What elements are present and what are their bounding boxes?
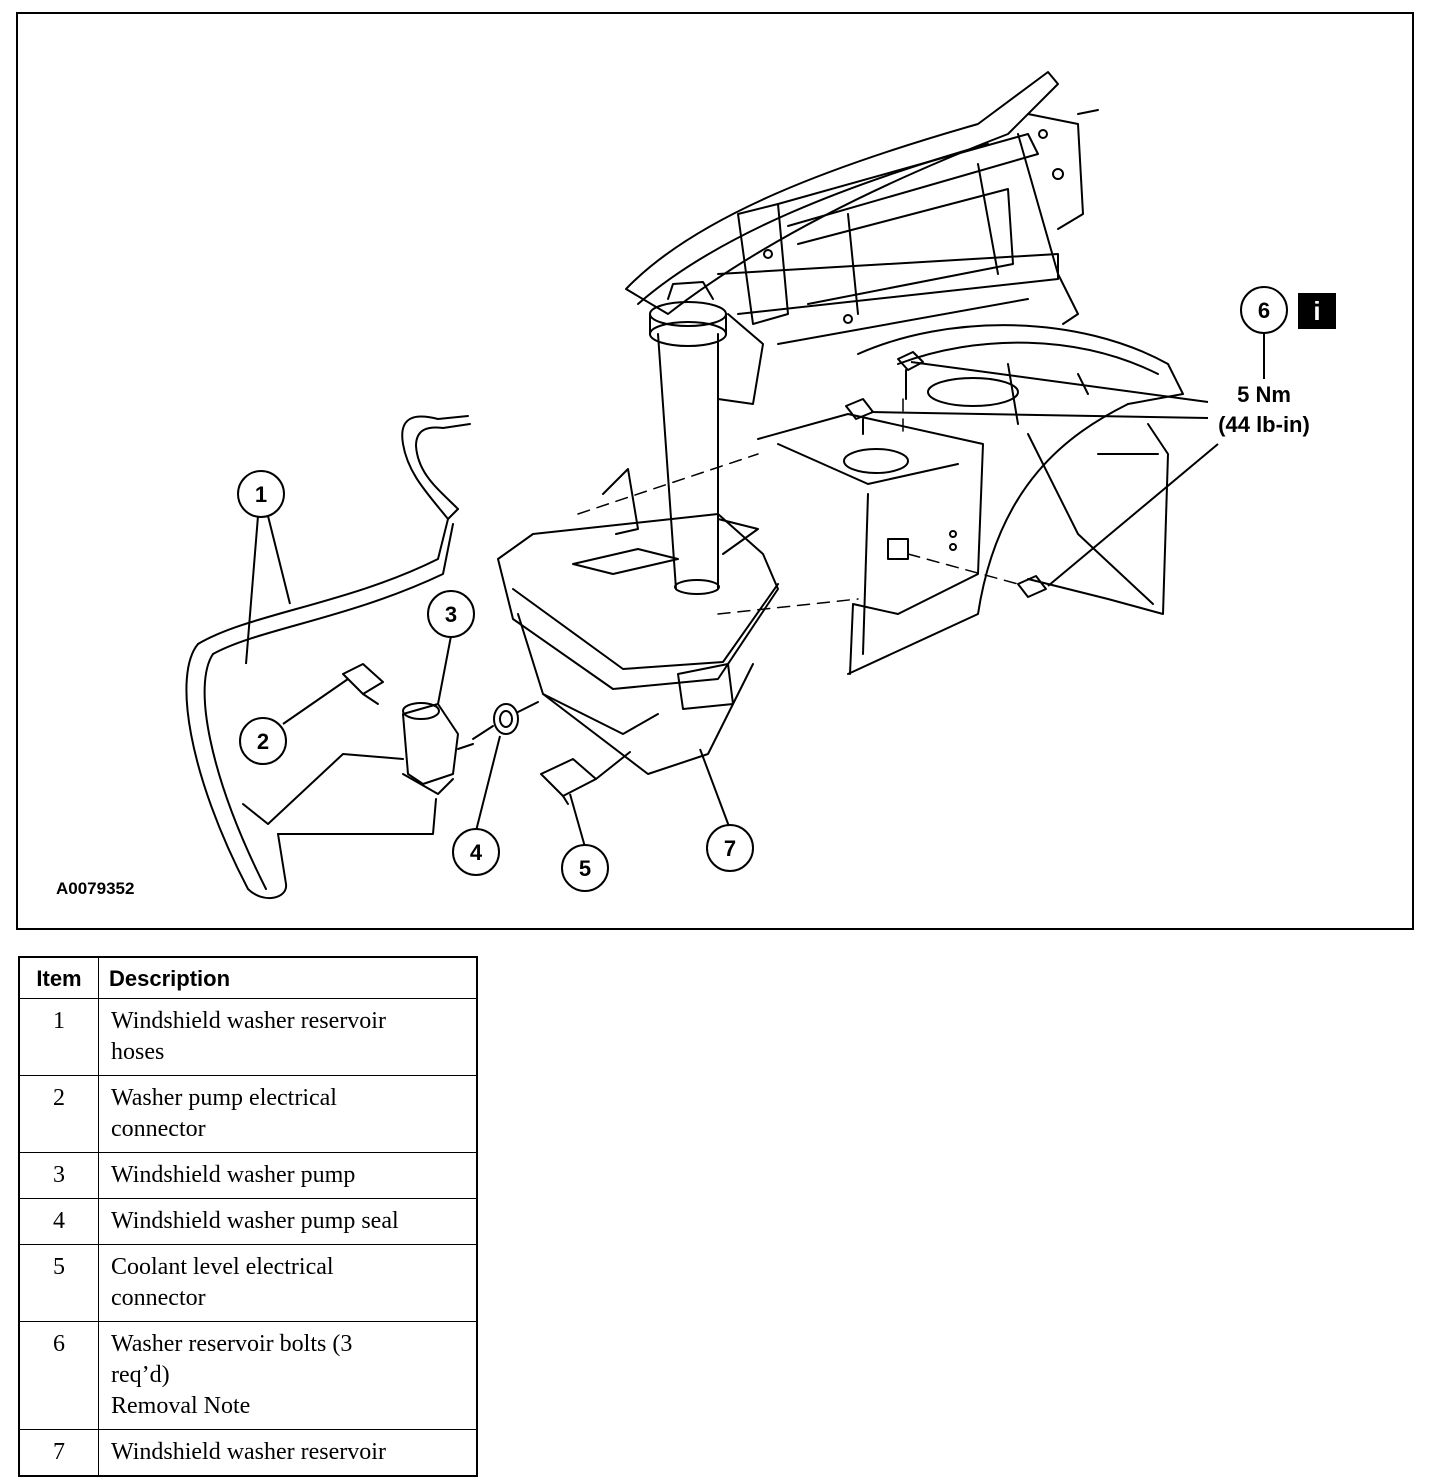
legend-item-description: Windshield washer pump (98, 1152, 478, 1199)
callout-4-label: 4 (470, 840, 483, 865)
legend-row: 2 Washer pump electrical connector (18, 1075, 478, 1153)
description-line: Windshield washer pump (111, 1162, 356, 1188)
callout-5: 5 (561, 844, 609, 892)
description-line: connector (111, 1116, 206, 1142)
info-icon-glyph: i (1313, 296, 1320, 326)
info-icon: i (1298, 293, 1336, 329)
description-line: Windshield washer reservoir (111, 1439, 386, 1465)
fender-apron-drawing (757, 324, 1184, 675)
legend-item-description: Washer reservoir bolts (3 req’d) Removal N… (98, 1321, 478, 1430)
description-line: Washer reservoir bolts (3 (111, 1331, 353, 1357)
callout-1-label: 1 (255, 482, 267, 507)
description-line: Windshield washer reservoir (111, 1008, 386, 1034)
description-line: Windshield washer pump seal (111, 1208, 399, 1234)
legend-item-description: Coolant level electrical connector (98, 1244, 478, 1322)
legend-item-number: 6 (18, 1321, 99, 1430)
legend-item-number: 1 (18, 998, 99, 1076)
legend-item-description: Windshield washer reservoir (98, 1429, 478, 1477)
description-line: connector (111, 1285, 206, 1311)
description-line: Removal Note (111, 1393, 251, 1419)
callout-6: 6 (1240, 286, 1288, 334)
legend-row: 6 Washer reservoir bolts (3 req’d) Removal … (18, 1321, 478, 1430)
exploded-view-illustration: 1 2 3 4 5 6 7 (56, 71, 1336, 899)
callout-5-label: 5 (579, 856, 591, 881)
legend-row: 3 Windshield washer pump (18, 1152, 478, 1199)
alignment-lines (577, 398, 1019, 615)
legend-row: 5 Coolant level electrical connector (18, 1244, 478, 1322)
legend-row: 1 Windshield washer reservoir hoses (18, 998, 478, 1076)
legend-header-row: Item Description (18, 956, 478, 999)
figure-id: A0079352 (56, 879, 134, 898)
callout-3: 3 (427, 590, 475, 638)
description-line: Washer pump electrical (111, 1085, 337, 1111)
reservoir-drawing (497, 281, 779, 775)
legend-item-description: Washer pump electrical connector (98, 1075, 478, 1153)
callout-7-label: 7 (724, 836, 736, 861)
connector-5-drawing (540, 751, 631, 805)
callout-7: 7 (706, 824, 754, 872)
legend-item-number: 4 (18, 1198, 99, 1245)
callout-2: 2 (239, 717, 287, 765)
callout-4: 4 (452, 828, 500, 876)
legend-row: 4 Windshield washer pump seal (18, 1198, 478, 1245)
seal-drawing (472, 701, 539, 740)
legend-item-number: 7 (18, 1429, 99, 1477)
legend-item-number: 2 (18, 1075, 99, 1153)
description-line: req’d) (111, 1362, 170, 1388)
hoses-drawing (185, 415, 471, 899)
description-line: hoses (111, 1039, 165, 1065)
legend-item-description: Windshield washer reservoir hoses (98, 998, 478, 1076)
diagram-frame: 1 2 3 4 5 6 7 (16, 12, 1414, 930)
callout-2-label: 2 (257, 729, 269, 754)
leader-lines (245, 331, 1265, 848)
legend-item-number: 3 (18, 1152, 99, 1199)
header-description: Description (98, 956, 478, 999)
connector-2-drawing (342, 663, 384, 705)
callout-circles: 1 2 3 4 5 6 7 (237, 286, 1288, 892)
legend-item-number: 5 (18, 1244, 99, 1322)
radiator-support-drawing (625, 71, 1099, 405)
callout-1: 1 (237, 470, 285, 518)
pump-drawing (402, 702, 474, 795)
torque-nm: 5 Nm (1237, 382, 1291, 407)
description-line: Coolant level electrical (111, 1254, 334, 1280)
legend-row: 7 Windshield washer reservoir (18, 1429, 478, 1477)
header-item: Item (18, 956, 99, 999)
torque-lbin: (44 lb-in) (1218, 412, 1310, 437)
callout-3-label: 3 (445, 602, 457, 627)
legend-item-description: Windshield washer pump seal (98, 1198, 478, 1245)
callout-6-label: 6 (1258, 298, 1270, 323)
